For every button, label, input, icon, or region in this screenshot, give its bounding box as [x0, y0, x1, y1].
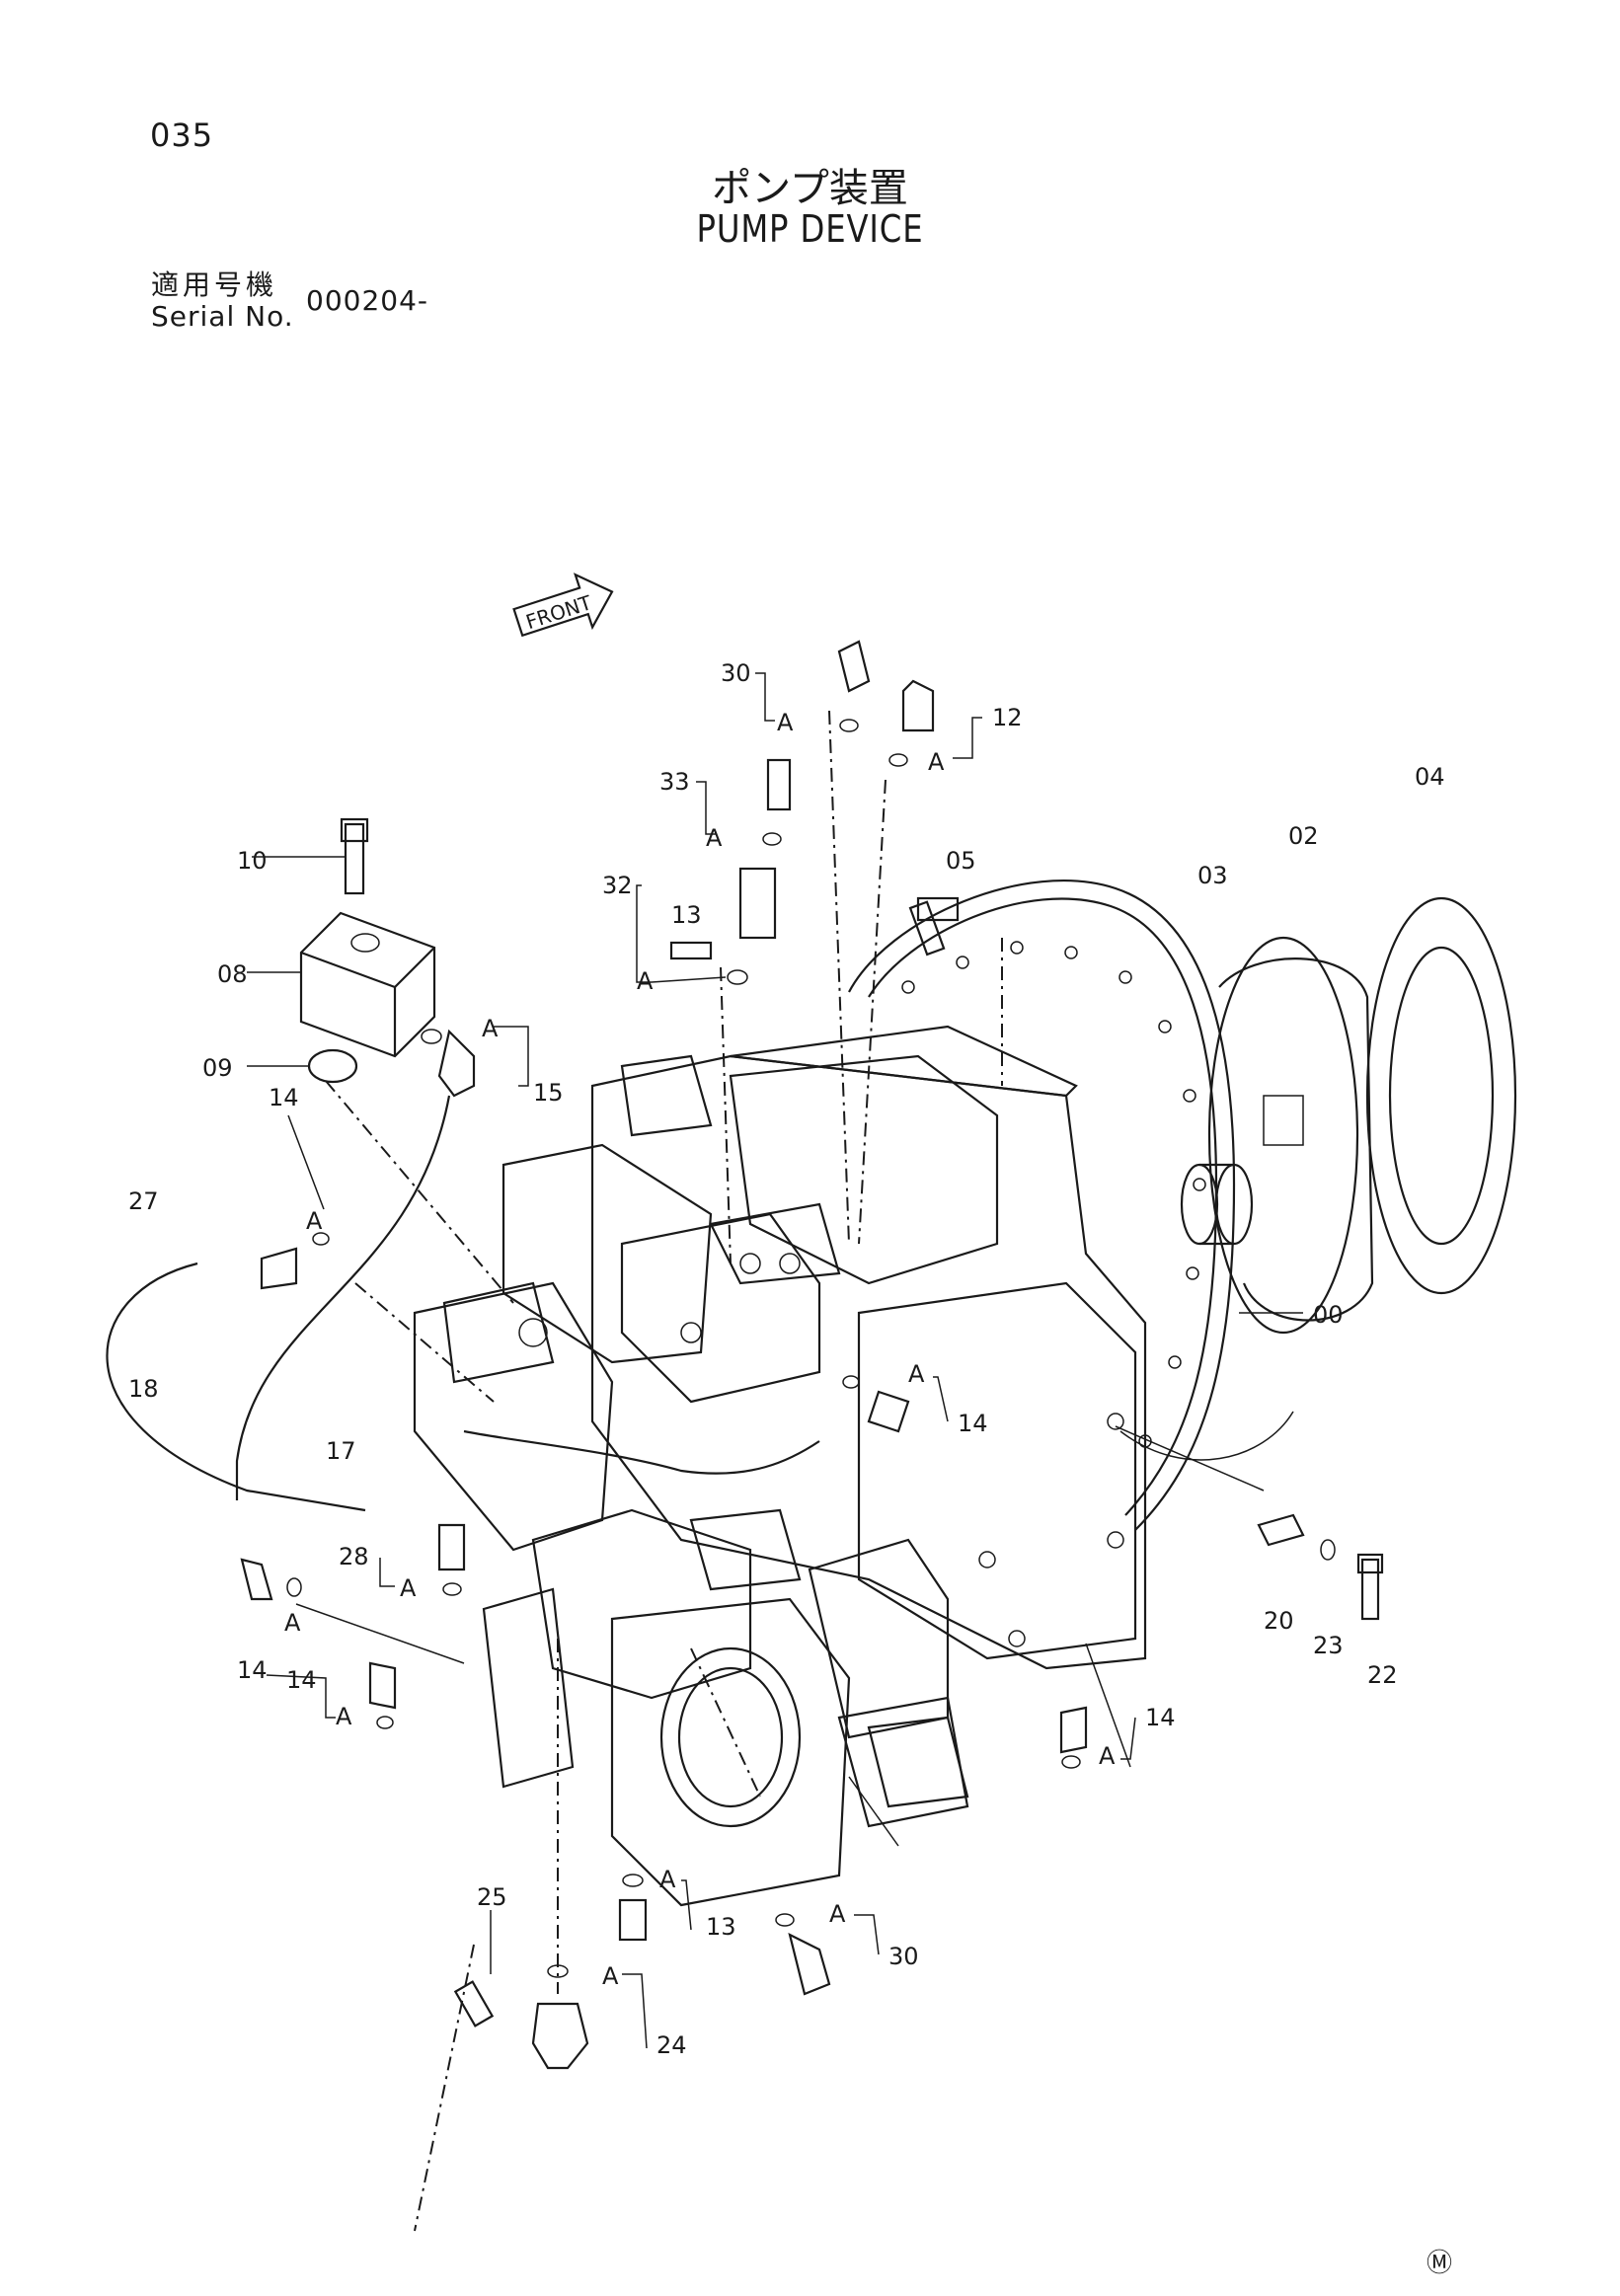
- label-04: 04: [1415, 763, 1445, 791]
- valve-block-08: [299, 911, 436, 1058]
- label-20: 20: [1264, 1607, 1294, 1635]
- label-32: 32: [602, 872, 633, 899]
- callout-a: A: [482, 1015, 499, 1042]
- label-14-a: 14: [269, 1084, 299, 1111]
- page-title-jp: ポンプ装置: [712, 166, 908, 211]
- label-10: 10: [237, 847, 268, 875]
- callout-a: A: [306, 1207, 323, 1235]
- label-14-d: 14: [286, 1666, 317, 1694]
- label-14-b: 14: [958, 1410, 988, 1437]
- callout-a: A: [602, 1962, 619, 1990]
- callout-a: A: [777, 709, 794, 736]
- label-30-top: 30: [721, 659, 751, 687]
- bolt-10: [340, 817, 369, 895]
- label-02: 02: [1288, 822, 1319, 850]
- label-13-bottom: 13: [706, 1913, 736, 1941]
- label-27: 27: [128, 1187, 159, 1215]
- callout-a: A: [829, 1900, 846, 1928]
- label-14-c: 14: [237, 1656, 268, 1684]
- callout-a: A: [908, 1360, 925, 1388]
- label-24: 24: [656, 2031, 687, 2059]
- label-17: 17: [326, 1437, 356, 1465]
- label-30-bottom: 30: [888, 1943, 919, 1970]
- fittings: [240, 640, 1384, 2070]
- serial-label-en: Serial No.: [151, 300, 294, 333]
- label-00: 00: [1313, 1301, 1344, 1329]
- serial-label-jp: 適用号機: [151, 268, 278, 301]
- callout-a: A: [637, 967, 654, 995]
- label-28: 28: [339, 1543, 369, 1570]
- label-12: 12: [992, 704, 1023, 731]
- label-23: 23: [1313, 1632, 1344, 1659]
- front-arrow: FRONT: [512, 573, 614, 638]
- hose-17: [463, 1429, 820, 1475]
- maker-mark: Ⓜ: [1426, 2249, 1452, 2278]
- label-05: 05: [946, 847, 976, 875]
- label-22: 22: [1367, 1661, 1398, 1689]
- page-number: 035: [150, 116, 214, 154]
- callout-brackets: [266, 672, 1136, 2049]
- callout-a: A: [706, 824, 723, 852]
- label-08: 08: [217, 960, 248, 988]
- callout-a: A: [1099, 1742, 1116, 1770]
- label-13-top: 13: [671, 901, 702, 929]
- part-labels: 00 02 03 04 05 08 09 10 12 13 13 14 14 1…: [128, 659, 1445, 2059]
- hose-27: [106, 1262, 366, 1512]
- pump-housing: [413, 880, 1236, 1907]
- bushing-03: [1180, 1163, 1254, 1246]
- callout-letters: A A A A A A A A A A A A A A: [284, 709, 1116, 1990]
- hose-18: [235, 1095, 451, 1500]
- label-33: 33: [659, 768, 690, 796]
- callout-a: A: [928, 748, 945, 776]
- harness-20: [1119, 1411, 1294, 1461]
- callout-a: A: [284, 1609, 301, 1637]
- label-14-e: 14: [1145, 1704, 1176, 1731]
- flange-plate-04: [1365, 896, 1517, 1295]
- label-18: 18: [128, 1375, 159, 1403]
- callout-a: A: [400, 1574, 417, 1602]
- o-ring-09: [307, 1048, 358, 1084]
- callout-a: A: [336, 1703, 352, 1730]
- front-label: FRONT: [523, 590, 595, 634]
- label-15: 15: [533, 1079, 564, 1107]
- serial-value: 000204-: [306, 284, 428, 317]
- label-09: 09: [202, 1054, 233, 1082]
- callout-a: A: [659, 1866, 676, 1893]
- label-25: 25: [477, 1883, 507, 1911]
- label-03: 03: [1197, 862, 1228, 889]
- page-title-en: PUMP DEVICE: [696, 207, 924, 251]
